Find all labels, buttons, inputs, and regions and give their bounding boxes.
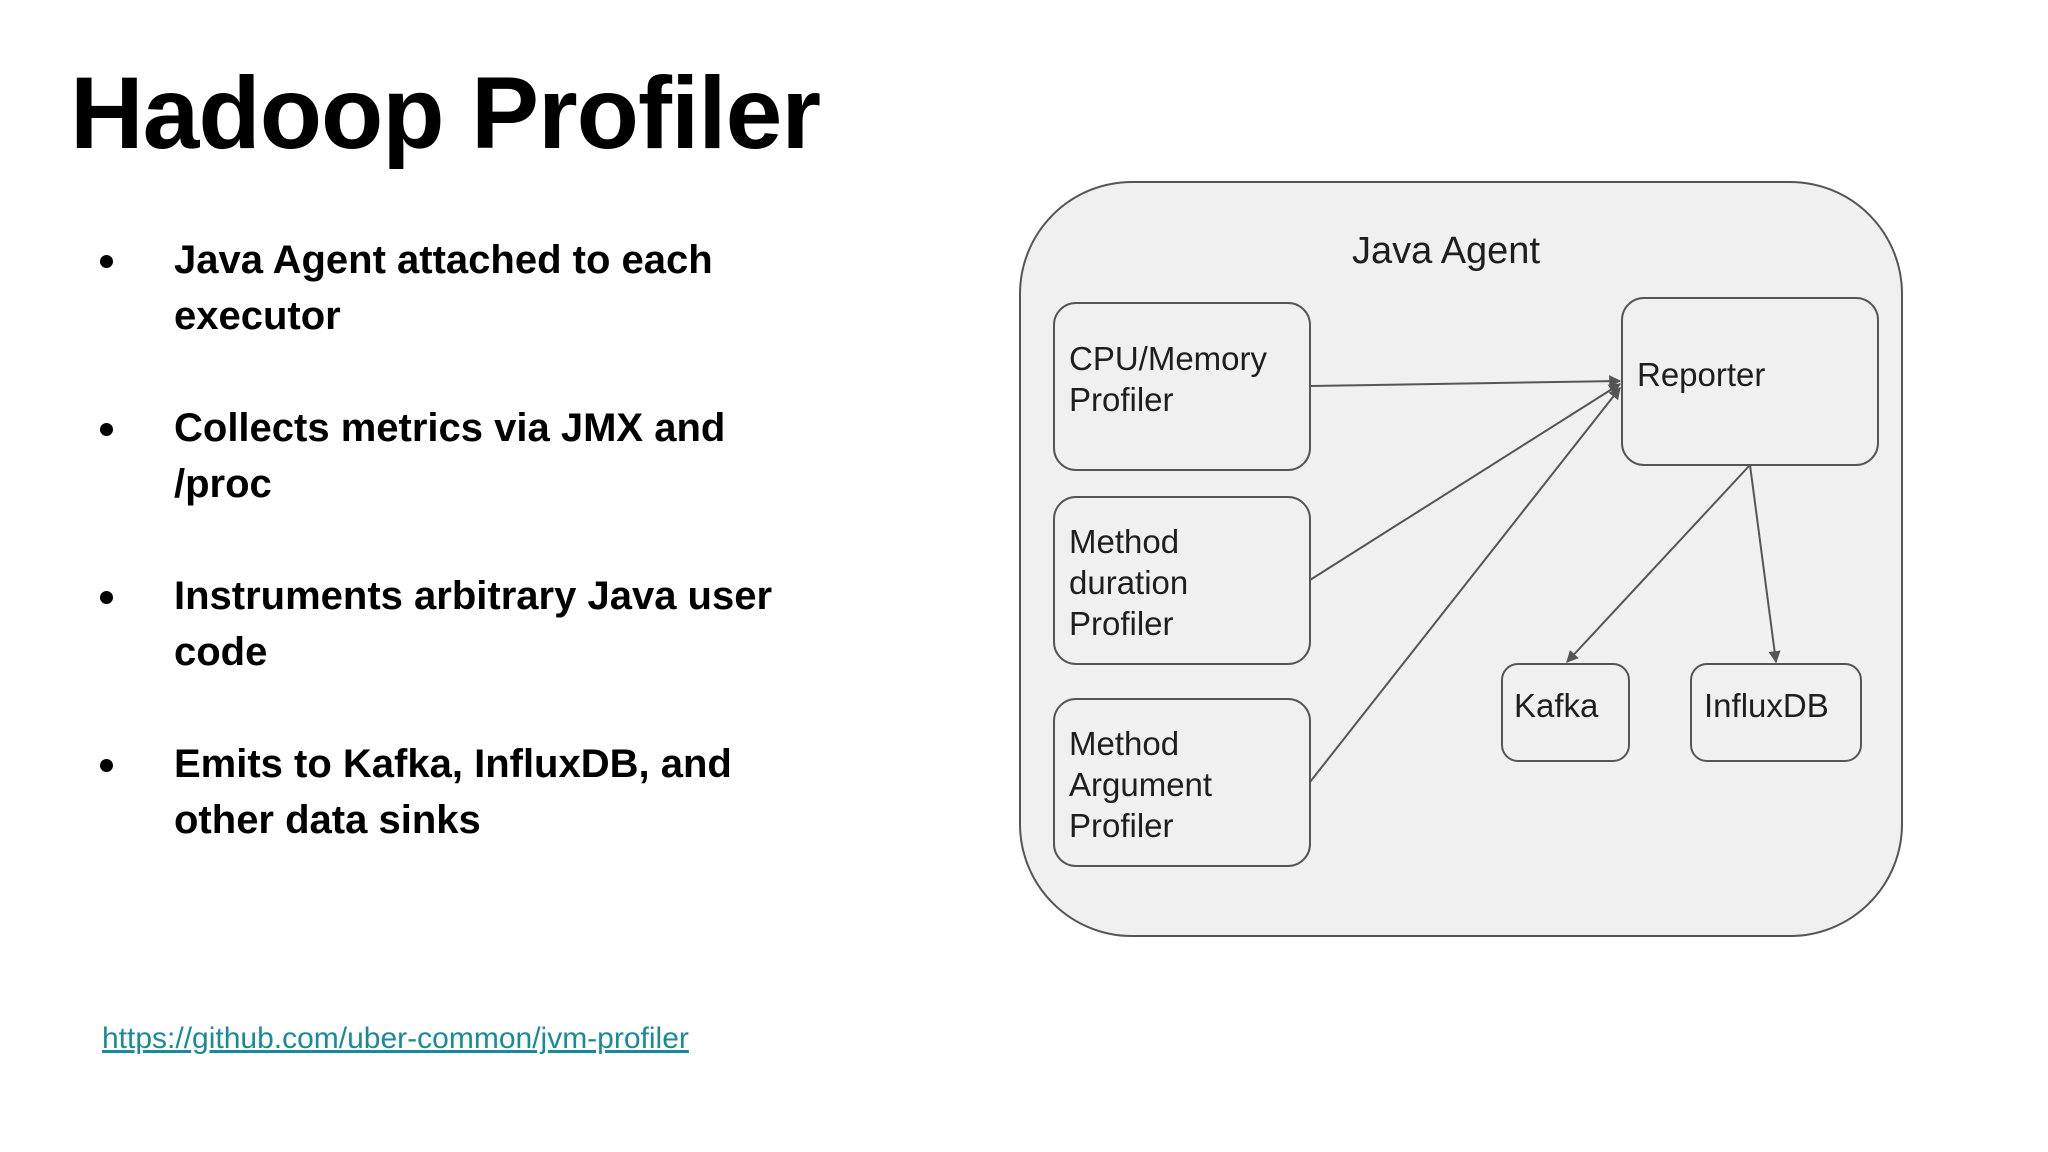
- bullet-list: Java Agent attached to each executor Col…: [100, 232, 840, 904]
- java-agent-label: Java Agent: [1352, 230, 1540, 272]
- bullet-item-1: Java Agent attached to each executor: [100, 232, 840, 344]
- node-reporter: Reporter: [1621, 297, 1879, 466]
- node-kafka-label: Kafka: [1514, 687, 1599, 724]
- edge-reporter-to-influxdb: [1749, 464, 1781, 664]
- bullet-3-line-2: code: [174, 630, 268, 674]
- bullet-dot-icon: [100, 423, 113, 436]
- bullet-dot-icon: [100, 759, 113, 772]
- node-method-duration-profiler-line-2: duration: [1069, 564, 1188, 601]
- github-link[interactable]: https://github.com/uber-common/jvm-profi…: [102, 1022, 689, 1055]
- bullet-item-2: Collects metrics via JMX and /proc: [100, 400, 840, 512]
- node-cpu-memory-profiler: CPU/Memory Profiler: [1053, 302, 1311, 471]
- bullet-2-line-2: /proc: [174, 462, 272, 506]
- node-cpu-memory-profiler-line-1: CPU/Memory: [1069, 340, 1268, 377]
- node-method-argument-profiler-line-1: Method: [1069, 725, 1179, 762]
- node-reporter-label: Reporter: [1637, 356, 1765, 393]
- edge-cpu-memory-to-reporter: [1309, 375, 1622, 388]
- node-method-argument-profiler: Method Argument Profiler: [1053, 698, 1311, 867]
- node-influxdb: InfluxDB: [1690, 663, 1862, 762]
- node-influxdb-label: InfluxDB: [1704, 687, 1829, 724]
- bullet-dot-icon: [100, 255, 113, 268]
- diagram-edges: [1309, 375, 1781, 783]
- node-method-duration-profiler: Method duration Profiler: [1053, 496, 1311, 665]
- bullet-2-line-1: Collects metrics via JMX and: [174, 406, 726, 450]
- edge-method-duration-to-reporter: [1309, 383, 1622, 581]
- slide-title: Hadoop Profiler: [70, 56, 821, 170]
- node-method-argument-profiler-line-3: Profiler: [1069, 807, 1174, 844]
- edge-reporter-to-kafka: [1566, 464, 1751, 663]
- bullet-item-4: Emits to Kafka, InfluxDB, and other data…: [100, 736, 840, 848]
- node-method-argument-profiler-line-2: Argument: [1069, 766, 1212, 803]
- node-kafka: Kafka: [1501, 663, 1630, 762]
- node-method-duration-profiler-line-3: Profiler: [1069, 605, 1174, 642]
- bullet-1-line-2: executor: [174, 294, 341, 338]
- bullet-item-3: Instruments arbitrary Java user code: [100, 568, 840, 680]
- bullet-dot-icon: [100, 591, 113, 604]
- node-method-duration-profiler-line-1: Method: [1069, 523, 1179, 560]
- bullet-4-line-2: other data sinks: [174, 798, 481, 842]
- bullet-3-line-1: Instruments arbitrary Java user: [174, 574, 773, 618]
- edge-method-argument-to-reporter: [1309, 387, 1621, 783]
- node-cpu-memory-profiler-line-2: Profiler: [1069, 381, 1174, 418]
- bullet-4-line-1: Emits to Kafka, InfluxDB, and: [174, 742, 732, 786]
- bullet-1-line-1: Java Agent attached to each: [174, 238, 713, 282]
